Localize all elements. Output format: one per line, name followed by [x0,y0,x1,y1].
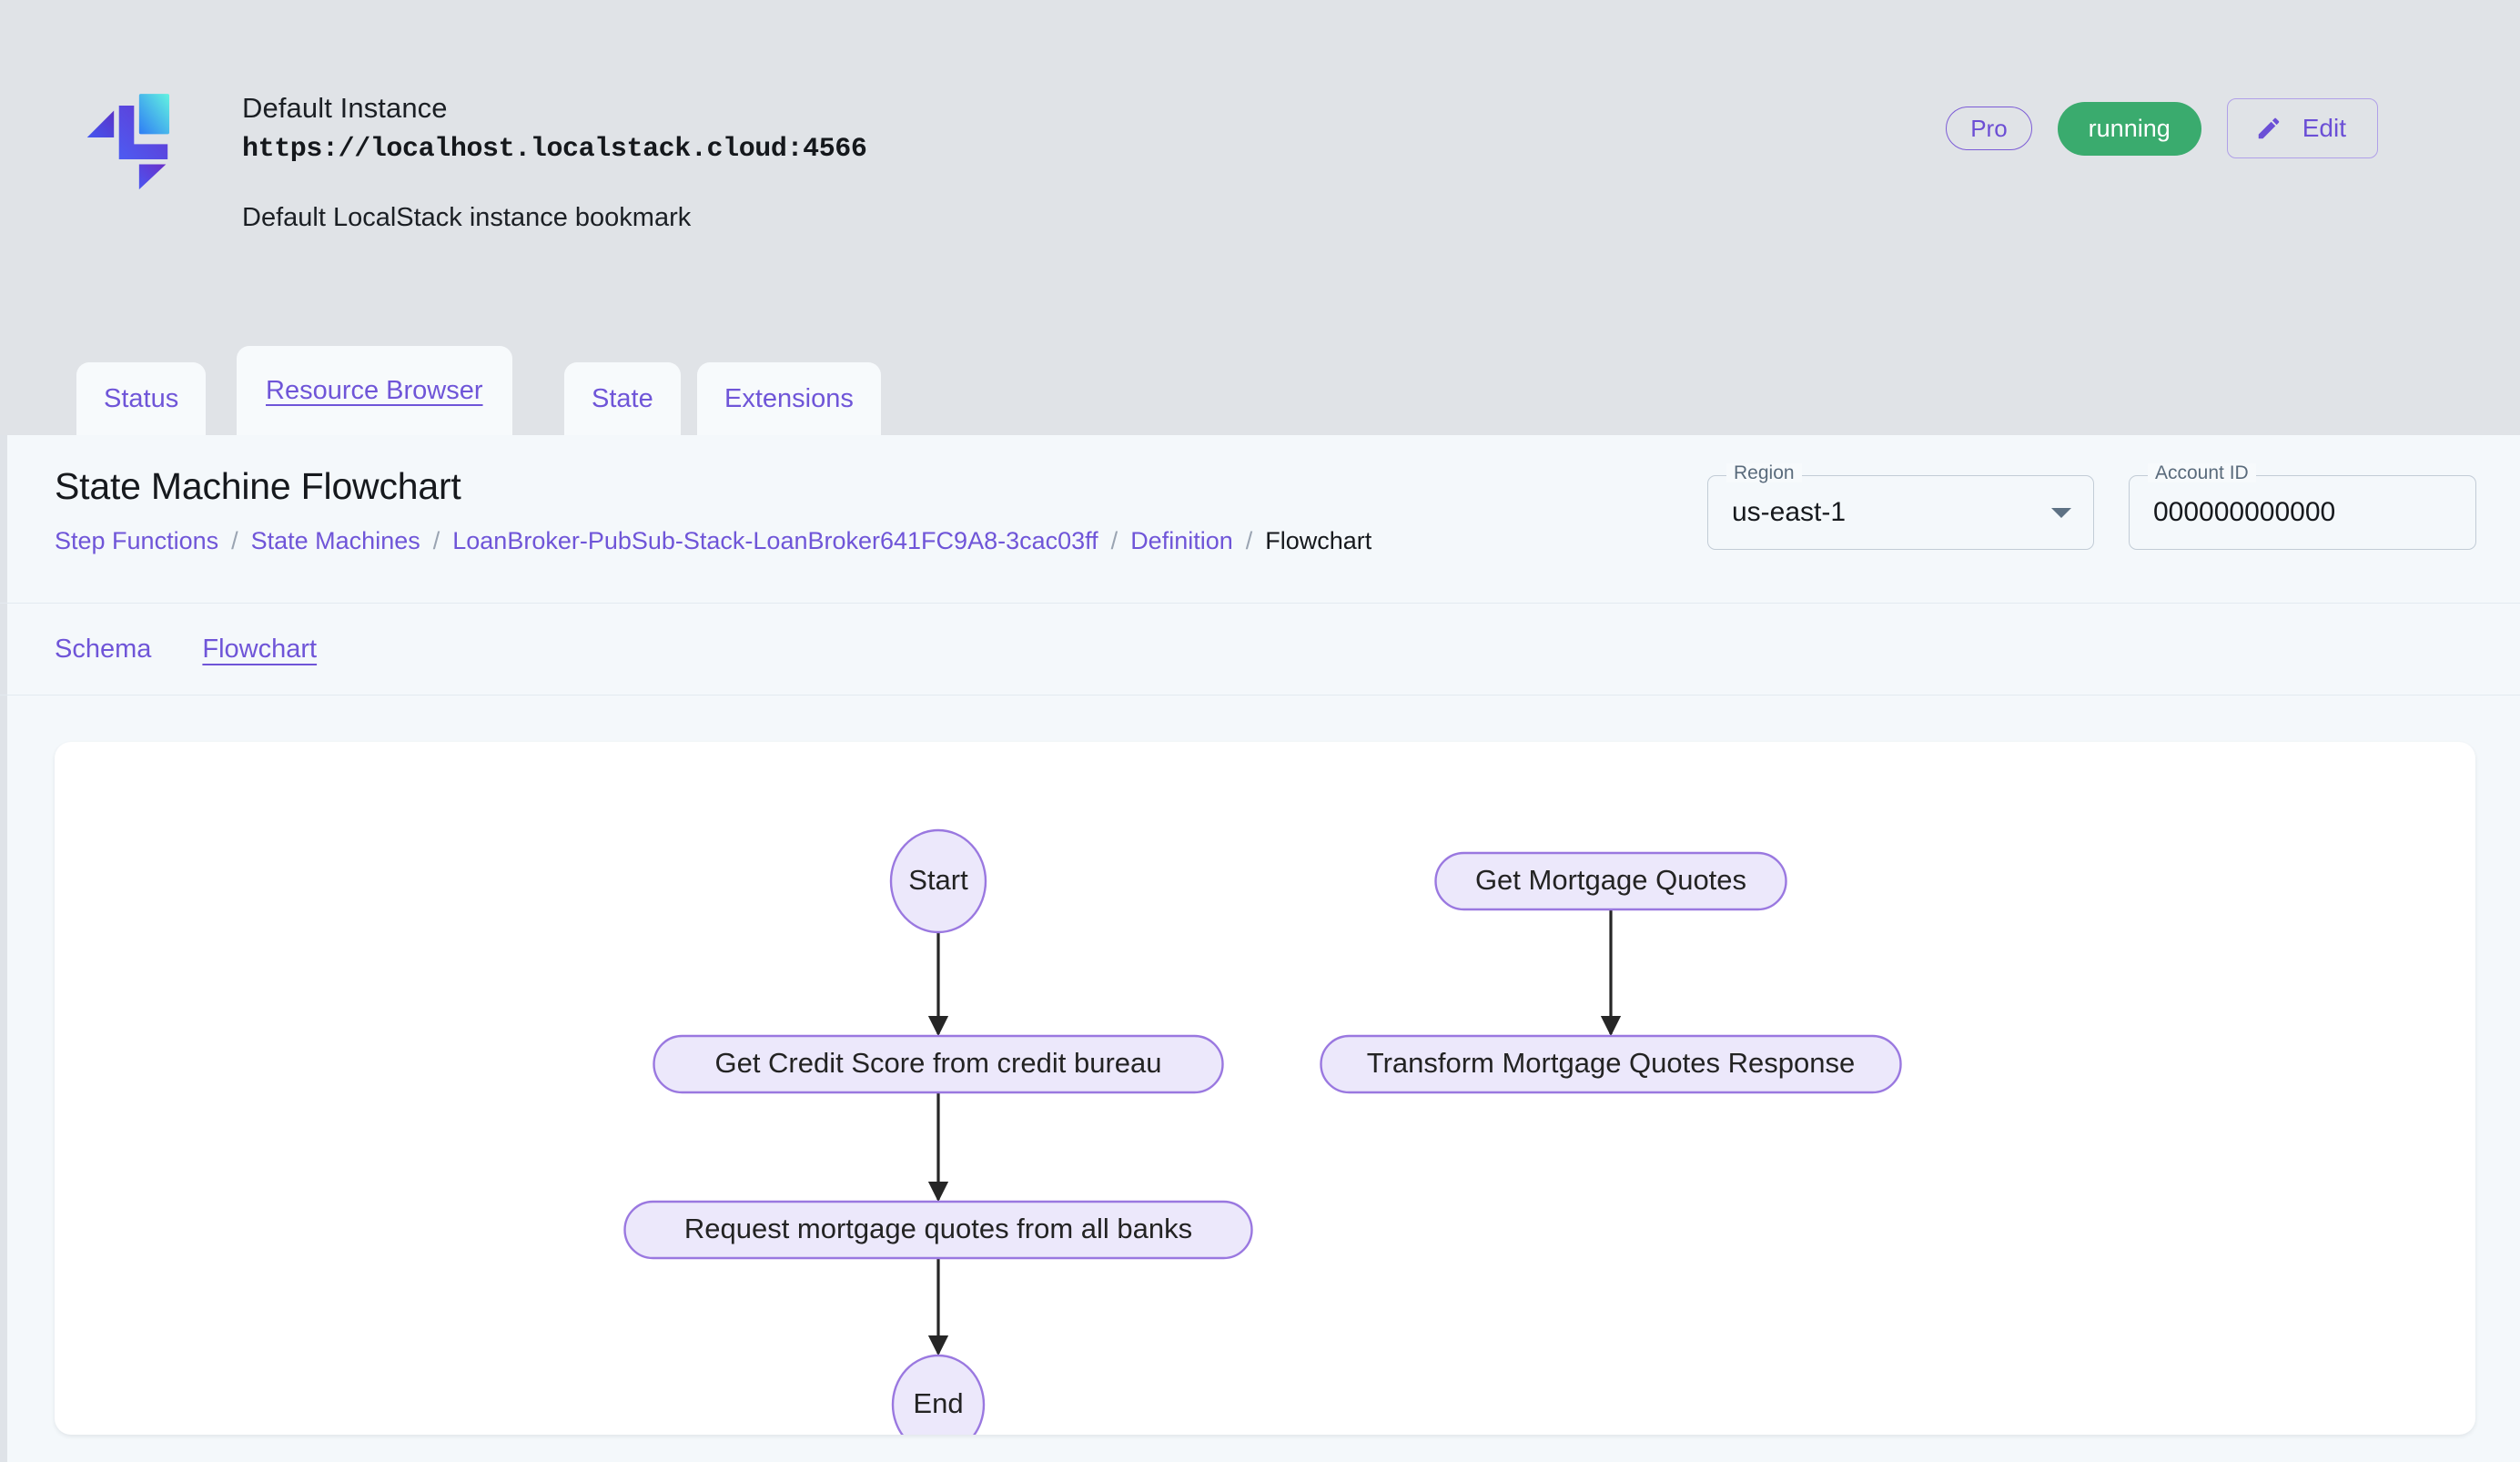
tab-state-label: State [592,383,653,413]
flow-node-shape [623,1200,1253,1260]
title-section: State Machine Flowchart Step Functions /… [0,435,2520,604]
flow-node-shape [889,828,987,934]
flow-node-shape [1320,1034,1902,1094]
flow-node-request[interactable]: Request mortgage quotes from all banks [623,1200,1253,1260]
flow-node-label: Start [908,864,968,896]
account-field-group: Account ID 000000000000 [2129,463,2476,550]
flow-node-shape [1434,851,1787,911]
tab-status-label: Status [104,383,179,413]
account-id-value: 000000000000 [2153,497,2336,527]
tab-resource-browser[interactable]: Resource Browser [237,346,512,435]
pro-badge[interactable]: Pro [1946,107,2032,150]
flow-node-transform[interactable]: Transform Mortgage Quotes Response [1320,1034,1902,1094]
region-label: Region [1726,463,1802,482]
breadcrumb-item-state-machines[interactable]: State Machines [250,527,420,554]
instance-description: Default LocalStack instance bookmark [242,202,692,232]
breadcrumb-item-flowchart: Flowchart [1265,527,1372,554]
account-id-input[interactable]: Account ID 000000000000 [2129,463,2476,550]
flow-node-label: Get Mortgage Quotes [1475,864,1746,896]
breadcrumb-item-step-functions[interactable]: Step Functions [55,527,219,554]
instance-name: Default Instance [242,92,448,124]
flowchart-edges [927,909,1622,1356]
edit-button[interactable]: Edit [2226,98,2378,158]
region-field-group: Region us-east-1 [1707,463,2094,550]
breadcrumb-item-definition[interactable]: Definition [1130,527,1233,554]
flow-node-credit[interactable]: Get Credit Score from credit bureau [653,1034,1224,1094]
brand-row: Default Instance https://localhost.local… [84,84,867,233]
flow-node-label: Transform Mortgage Quotes Response [1367,1047,1855,1079]
region-select[interactable]: Region us-east-1 [1707,463,2094,550]
breadcrumb-separator: / [1110,527,1118,554]
tab-state[interactable]: State [564,362,681,435]
brand-text-block: Default Instance https://localhost.local… [242,84,867,233]
pencil-icon [2255,115,2282,142]
flow-node-label: End [913,1387,963,1419]
chevron-down-icon[interactable] [2051,508,2071,518]
breadcrumb-separator: / [231,527,238,554]
left-rail [0,435,7,1462]
flow-node-label: Get Credit Score from credit bureau [714,1047,1161,1079]
flow-node-start[interactable]: Start [889,828,987,934]
header-actions: Pro running Edit [1946,98,2378,158]
localstack-logo-icon [84,84,191,191]
breadcrumb-separator: / [432,527,440,554]
tab-resource-browser-label: Resource Browser [266,375,483,405]
subtabs: Schema Flowchart [0,604,2520,695]
page-body: State Machine Flowchart Step Functions /… [0,435,2520,1462]
subtab-schema[interactable]: Schema [55,635,152,664]
flow-node-end[interactable]: End [891,1354,986,1435]
tab-status[interactable]: Status [76,362,207,435]
breadcrumb-separator: / [1245,527,1253,554]
tab-extensions[interactable]: Extensions [697,362,881,435]
instance-url: https://localhost.localstack.cloud:4566 [242,133,867,165]
flow-node-shape [653,1034,1224,1094]
edit-button-label: Edit [2302,114,2346,142]
flow-node-shape [891,1354,986,1435]
flow-node-label: Request mortgage quotes from all banks [684,1213,1192,1244]
breadcrumb: Step Functions / State Machines / LoanBr… [55,529,1371,553]
subtab-flowchart[interactable]: Flowchart [202,635,318,664]
breadcrumb-item-state-machine-name[interactable]: LoanBroker-PubSub-Stack-LoanBroker641FC9… [452,527,1098,554]
page-title: State Machine Flowchart [55,465,461,507]
tab-extensions-label: Extensions [724,383,854,413]
account-id-label: Account ID [2148,463,2256,482]
region-value: us-east-1 [1732,497,1847,527]
status-badge: running [2057,101,2201,156]
flow-node-getquotes[interactable]: Get Mortgage Quotes [1434,851,1787,911]
